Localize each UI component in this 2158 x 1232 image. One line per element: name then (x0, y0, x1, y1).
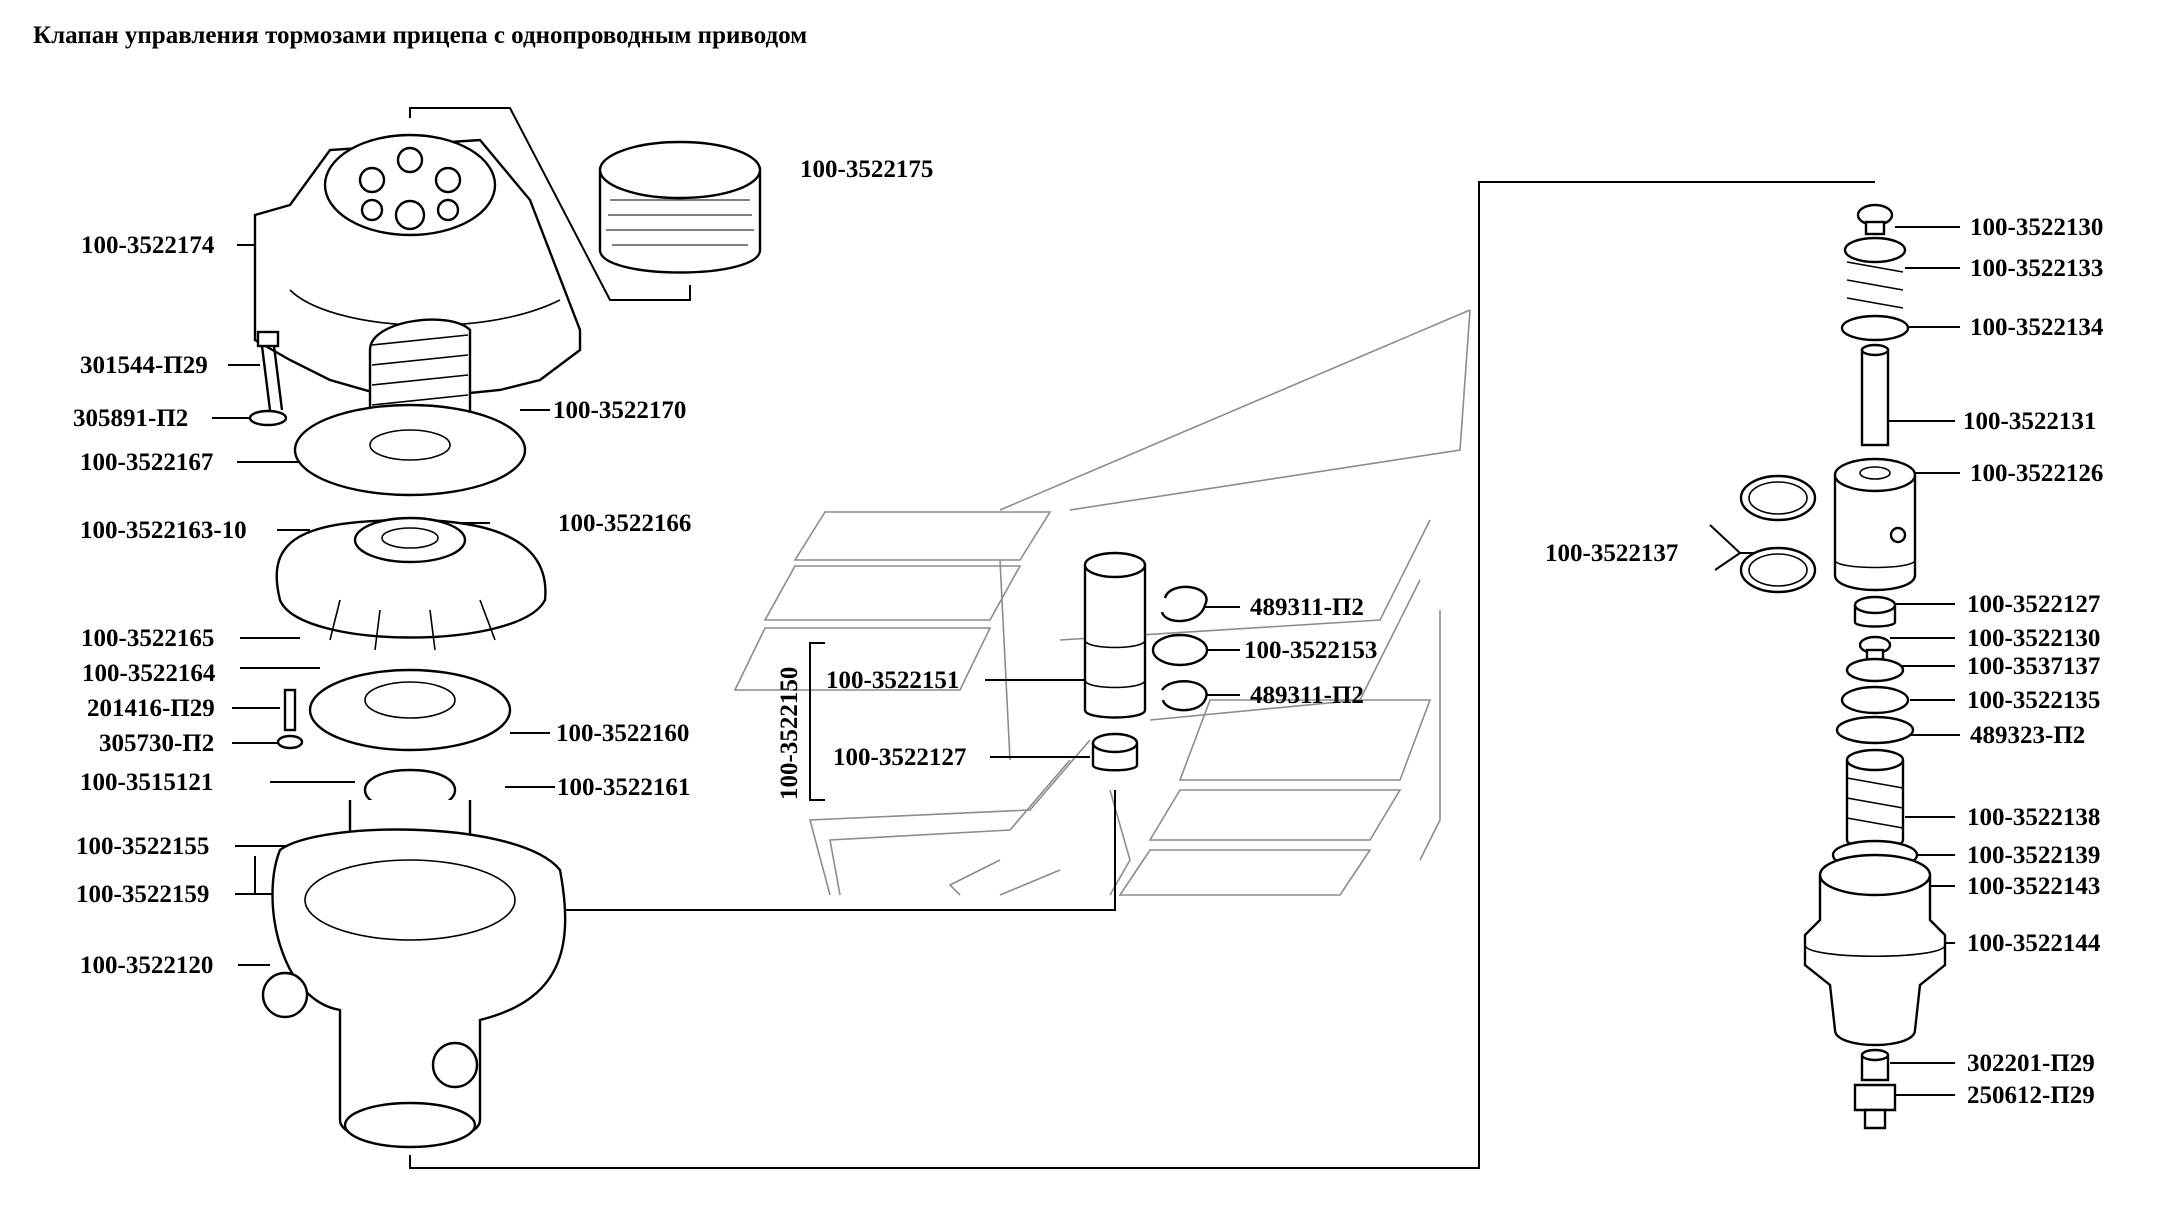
part-cap-3522130-top (1856, 203, 1894, 236)
left-assembly (248, 133, 762, 1149)
label-100-3522120: 100-3522120 (80, 952, 213, 979)
label-100-3522167: 100-3522167 (80, 449, 213, 476)
label-100-3522127-right: 100-3522127 (1967, 591, 2100, 618)
part-ring-489311-b (1161, 680, 1208, 712)
part-bushing-3522151 (1083, 551, 1147, 719)
label-100-3522133: 100-3522133 (1970, 255, 2103, 282)
part-housing-3522144 (1803, 853, 1947, 1047)
label-100-3522174: 100-3522174 (81, 232, 215, 259)
diagram-title: Клапан управления тормозами прицепа с од… (33, 22, 808, 49)
label-305730-p2: 305730-П2 (99, 730, 214, 757)
part-cap-3522130-lower (1858, 635, 1892, 662)
part-labels: 100-3522175 100-3522174 301544-П29 30589… (73, 156, 2104, 1109)
part-seal-3522127-right (1853, 595, 1897, 628)
label-100-3522159: 100-3522159 (76, 881, 209, 908)
part-rod-3522131 (1860, 343, 1890, 447)
part-filter-cap-3522175 (598, 140, 762, 274)
label-100-3522151: 100-3522151 (826, 667, 959, 694)
label-100-3522143: 100-3522143 (1967, 873, 2100, 900)
part-cover-3522174 (253, 133, 582, 402)
label-301544-p29: 301544-П29 (80, 352, 208, 379)
label-100-3522160: 100-3522160 (556, 720, 689, 747)
part-spring-3522133 (1843, 236, 1907, 309)
label-100-3522170: 100-3522170 (553, 397, 686, 424)
part-spring-3522138 (1845, 748, 1905, 849)
label-100-3522130-lower: 100-3522130 (1967, 625, 2100, 652)
label-302201-p29: 302201-П29 (1967, 1050, 2095, 1077)
part-diaphragm-3522167 (293, 403, 527, 497)
label-100-3522153: 100-3522153 (1244, 637, 1377, 664)
label-489311-p2-b: 489311-П2 (1250, 682, 1364, 709)
label-100-3522175: 100-3522175 (800, 156, 933, 183)
part-ring-489311-a (1160, 585, 1208, 623)
label-100-3537137: 100-3537137 (1967, 653, 2100, 680)
label-100-3522144: 100-3522144 (1967, 930, 2101, 957)
label-100-3522163-10: 100-3522163-10 (80, 517, 247, 544)
label-489323-p2: 489323-П2 (1970, 722, 2085, 749)
label-100-3522139: 100-3522139 (1967, 842, 2100, 869)
label-100-3522131: 100-3522131 (1963, 408, 2096, 435)
label-489311-p2-a: 489311-П2 (1250, 594, 1364, 621)
label-100-3522134: 100-3522134 (1970, 314, 2104, 341)
label-100-3522130-top: 100-3522130 (1970, 214, 2103, 241)
part-nut-250612 (1853, 1083, 1897, 1130)
label-100-3522135: 100-3522135 (1967, 687, 2100, 714)
label-100-3522137: 100-3522137 (1545, 540, 1678, 567)
part-piston-3522163 (275, 516, 547, 651)
label-305891-p2: 305891-П2 (73, 405, 188, 432)
watermark-logo (733, 309, 1471, 896)
label-250612-p29: 250612-П29 (1967, 1082, 2095, 1109)
part-washer-305891 (248, 409, 288, 427)
part-piston-3522126 (1833, 457, 1917, 592)
label-100-3522155: 100-3522155 (76, 833, 209, 860)
middle-assembly (1083, 551, 1209, 772)
part-valve-3537137 (1845, 657, 1905, 683)
part-bolt-301544 (256, 330, 284, 411)
label-100-3522166: 100-3522166 (558, 510, 691, 537)
label-100-3522164: 100-3522164 (82, 660, 216, 687)
label-100-3522126: 100-3522126 (1970, 460, 2103, 487)
part-washer-3522134 (1840, 314, 1910, 342)
part-seal-3522127-mid (1091, 732, 1139, 772)
label-100-3522150: 100-3522150 (776, 667, 803, 800)
label-100-3515121: 100-3515121 (80, 769, 213, 796)
label-201416-p29: 201416-П29 (87, 695, 215, 722)
label-100-3522127-mid: 100-3522127 (833, 744, 966, 771)
part-washer-3522135 (1840, 685, 1910, 715)
label-100-3522165: 100-3522165 (81, 625, 214, 652)
part-body-3522120 (261, 768, 567, 1149)
part-ring-3522153 (1151, 633, 1209, 667)
label-100-3522161: 100-3522161 (557, 774, 690, 801)
part-plug-302201 (1860, 1048, 1890, 1082)
part-orings-3522137 (1739, 474, 1817, 594)
part-ring-489323 (1835, 715, 1915, 745)
right-assembly (1739, 203, 1947, 1130)
part-valve-seat-3522160 (276, 668, 512, 752)
label-100-3522138: 100-3522138 (1967, 804, 2100, 831)
